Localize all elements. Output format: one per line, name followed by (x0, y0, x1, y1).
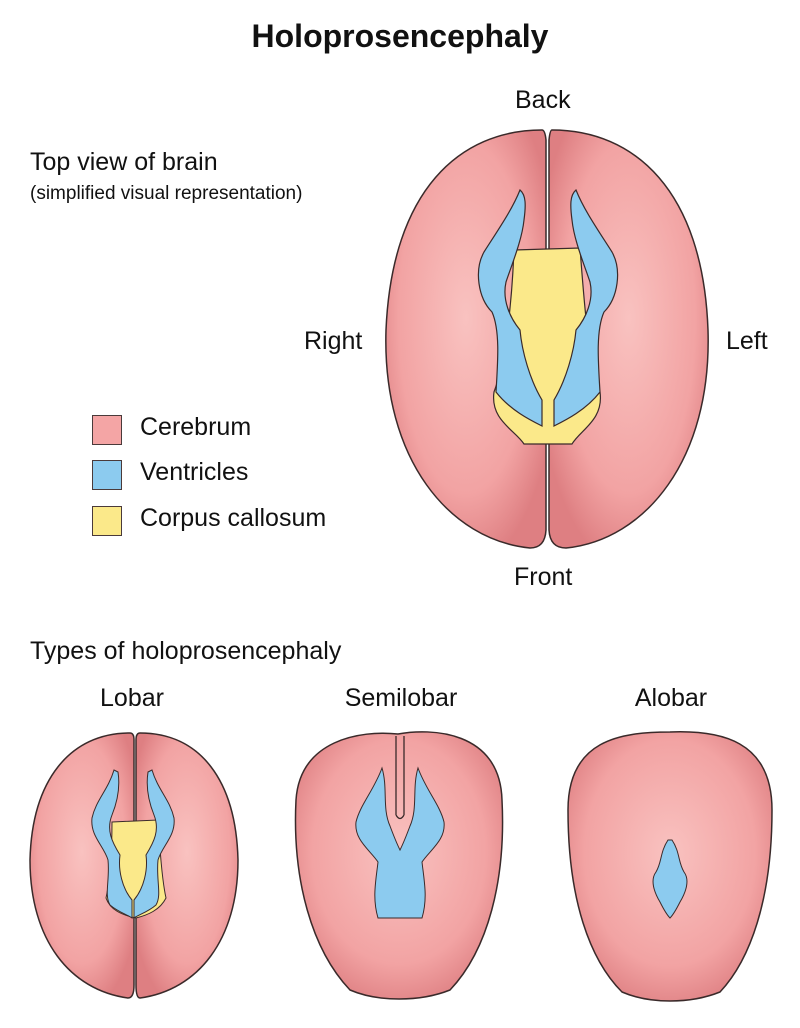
label-front: Front (514, 563, 573, 591)
semilobar-ventricles (355, 766, 445, 919)
ventricles-swatch (92, 460, 122, 490)
label-back: Back (515, 86, 571, 114)
legend-label-ventricles: Ventricles (140, 458, 249, 486)
page-title: Holoprosencephaly (251, 18, 549, 54)
lobar-ventricle-left (133, 769, 175, 919)
main-ventricle-left (553, 189, 619, 427)
cerebrum-swatch (92, 415, 122, 445)
lobar-ventricle-right (91, 769, 133, 919)
semilobar-brain (294, 731, 504, 1000)
main-brain (385, 129, 709, 549)
subtitle-line2: (simplified visual representation) (30, 183, 303, 204)
type-label-semilobar: Semilobar (344, 684, 458, 712)
corpus-callosum-swatch (92, 506, 122, 536)
subtitle-line1: Top view of brain (30, 148, 218, 176)
lobar-brain (29, 732, 239, 999)
alobar-brain (567, 731, 773, 1002)
type-label-lobar: Lobar (100, 684, 164, 712)
semilobar-midline (395, 736, 405, 820)
label-left: Left (726, 327, 768, 355)
alobar-ventricle (652, 839, 688, 919)
legend-label-cerebrum: Cerebrum (140, 413, 252, 441)
legend-label-corpus-callosum: Corpus callosum (140, 504, 327, 532)
label-right: Right (304, 327, 363, 355)
main-ventricle-right (477, 189, 543, 427)
types-heading: Types of holoprosencephaly (30, 637, 342, 665)
type-label-alobar: Alobar (634, 684, 708, 712)
